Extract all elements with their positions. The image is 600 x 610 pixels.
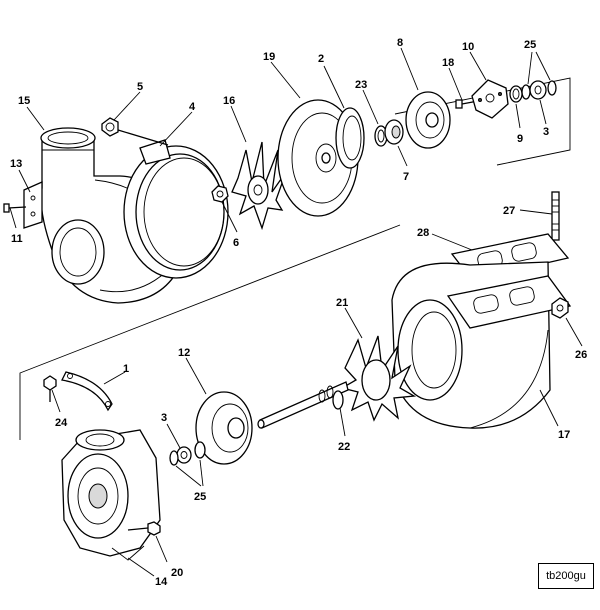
retaining-ring [509, 85, 523, 103]
callout-18: 18 [442, 57, 454, 69]
callout-26: 26 [575, 349, 587, 361]
callout-16: 16 [223, 95, 235, 107]
leader-lines [9, 47, 583, 577]
callout-4: 4 [189, 101, 196, 113]
callout-3: 3 [543, 126, 549, 138]
callout-10: 10 [462, 41, 474, 53]
impeller-nut [211, 185, 229, 203]
thrust-washer-lower [176, 446, 192, 464]
callout-5: 5 [137, 81, 143, 93]
clamp-nut [101, 117, 119, 137]
lock-plate [61, 371, 113, 412]
callout-20: 20 [171, 567, 183, 579]
v-band-clamp [117, 129, 229, 279]
callout-24: 24 [55, 417, 68, 429]
seal-rings-upper [521, 80, 557, 100]
callout-6: 6 [233, 237, 239, 249]
thrust-spacer [384, 119, 404, 145]
callout-3: 3 [161, 412, 167, 424]
callout-7: 7 [403, 171, 409, 183]
callout-17: 17 [558, 429, 570, 441]
thrust-bearing [471, 79, 509, 119]
thrust-washer-upper [529, 80, 547, 100]
callout-25: 25 [524, 39, 536, 51]
compressor-wheel [231, 141, 287, 231]
center-housing-screw [127, 521, 161, 536]
callout-14: 14 [155, 576, 168, 588]
lock-plate-screw [43, 375, 57, 402]
callout-25: 25 [194, 491, 206, 503]
figure-reference-code: tb200gu [546, 570, 586, 582]
callout-27: 27 [503, 205, 515, 217]
center-housing [61, 429, 161, 561]
shaft-seal-ring [332, 390, 344, 410]
seal-ring [335, 107, 365, 169]
callout-12: 12 [178, 347, 190, 359]
callout-28: 28 [417, 227, 429, 239]
turbine-wheel-shaft [257, 335, 417, 429]
callout-11: 11 [11, 233, 23, 245]
callout-labels: 1 2 3 3 4 5 6 7 8 9 10 11 12 13 14 15 16… [10, 37, 587, 588]
figure-reference-box: tb200gu [538, 563, 594, 589]
thrust-collar [405, 91, 451, 149]
callout-13: 13 [10, 158, 22, 170]
callout-22: 22 [338, 441, 350, 453]
bracket [23, 180, 43, 229]
callout-21: 21 [336, 297, 348, 309]
callout-23: 23 [355, 79, 367, 91]
callout-9: 9 [517, 133, 523, 145]
turbine-nut [551, 297, 569, 319]
callout-8: 8 [397, 37, 403, 49]
callout-19: 19 [263, 51, 275, 63]
turbine-housing [391, 261, 572, 429]
callout-15: 15 [18, 95, 30, 107]
heat-shield [195, 391, 253, 465]
bracket-screw [3, 203, 27, 213]
stud [551, 191, 560, 241]
callout-2: 2 [318, 53, 324, 65]
seal-rings-lower [169, 441, 206, 466]
callout-1: 1 [123, 363, 129, 375]
